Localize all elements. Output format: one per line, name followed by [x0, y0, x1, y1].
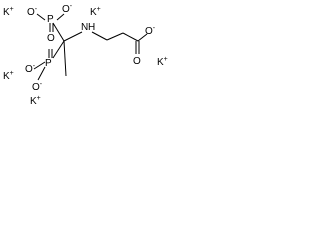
oxygen-double-bond-upper: O: [47, 33, 55, 44]
oxygen-double-bond-carboxyl: O: [133, 56, 141, 67]
potassium-ion-right: K+: [157, 56, 168, 68]
bonds: [33, 13, 148, 81]
bond-ch2-a-to-ch2-b: [106, 32, 124, 41]
bond-upper-p-to-upper-left-o: [36, 13, 46, 21]
bond-upper-p-to-upper-right-o: [56, 13, 65, 21]
bond-carboxyl-c-to-o-minus: [137, 33, 148, 42]
bond-nitrogen-to-ch2-a: [91, 31, 108, 41]
bond-central-c-to-nitrogen: [63, 31, 83, 42]
potassium-ion-bottom-left: K+: [30, 95, 41, 107]
potassium-bisphosphonate-structure: K+ K+ K+ K+ K+ O- O- P O P O- O- N H O- …: [3, 3, 168, 107]
bond-central-c-to-methyl: [63, 40, 67, 77]
bond-lower-p-to-lower-left-o: [33, 61, 46, 70]
bond-ch2-b-to-carboxyl-c: [122, 32, 139, 42]
potassium-ion-top-center: K+: [90, 6, 101, 18]
bond-central-c-to-lower-p: [52, 40, 65, 59]
oxygen-anion-carboxylate: O-: [145, 25, 156, 37]
oxygen-anion-upper-left: O-: [27, 6, 38, 18]
potassium-ion-lower-left: K+: [3, 70, 14, 82]
bond-lower-p-to-lower-right-o: [37, 66, 46, 81]
phosphorus-upper: P: [47, 14, 54, 25]
oxygen-anion-lower: O-: [32, 81, 43, 93]
phosphorus-lower: P: [45, 58, 52, 69]
oxygen-anion-lower-left: O-: [25, 63, 36, 75]
nitrogen-amine: N: [81, 22, 88, 33]
nitrogen-amine-hydrogen: H: [88, 22, 95, 33]
bond-upper-p-to-central-c: [52, 22, 65, 42]
potassium-ion-upper-left: K+: [3, 6, 14, 18]
oxygen-anion-upper-right: O-: [62, 3, 73, 15]
